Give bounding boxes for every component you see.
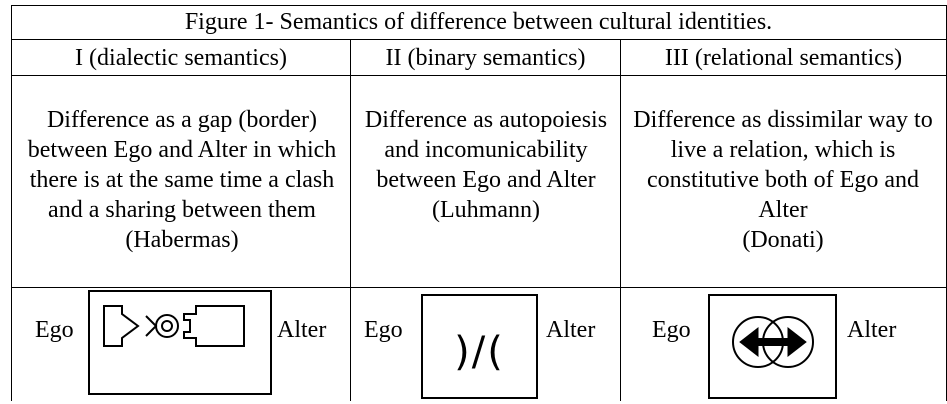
gap-connector-icon <box>103 305 245 347</box>
alter-label: Alter <box>277 317 327 343</box>
diagram-box-relational <box>708 294 837 399</box>
author-citation: (Donati) <box>742 227 824 253</box>
column-heading-binary: II (binary semantics) <box>385 45 586 71</box>
row-divider <box>11 287 947 288</box>
column-heading-dialectic: I (dialectic semantics) <box>75 45 287 71</box>
table-border-top <box>11 5 946 6</box>
column-heading-relational: III (relational semantics) <box>664 45 903 71</box>
alter-label: Alter <box>847 317 897 343</box>
author-citation: (Luhmann) <box>432 197 540 223</box>
column-description-dialectic: Difference as a gap (border) between Ego… <box>23 105 341 255</box>
alter-label: Alter <box>546 317 596 343</box>
overlapping-circles-arrow-icon <box>732 316 814 368</box>
description-text: Difference as autopoiesis and incomunica… <box>364 107 608 193</box>
description-text: Difference as dissimilar way to live a r… <box>633 107 933 223</box>
ego-label: Ego <box>35 317 74 343</box>
column-divider <box>350 40 351 401</box>
column-description-binary: Difference as autopoiesis and incomunica… <box>353 105 619 225</box>
row-divider <box>11 75 947 76</box>
column-divider <box>620 40 621 401</box>
ego-label: Ego <box>652 317 691 343</box>
figure-title: Figure 1- Semantics of difference betwee… <box>184 9 773 35</box>
column-description-relational: Difference as dissimilar way to live a r… <box>623 105 943 255</box>
description-text: Difference as a gap (border) between Ego… <box>27 107 337 223</box>
diagram-box-dialectic <box>88 290 272 395</box>
row-divider <box>11 39 947 40</box>
figure-table: Figure 1- Semantics of difference betwee… <box>11 5 947 404</box>
diagram-box-binary: )/( <box>421 294 538 399</box>
table-border-left <box>11 5 12 401</box>
author-citation: (Habermas) <box>125 227 239 253</box>
ego-label: Ego <box>364 317 403 343</box>
autopoiesis-symbol: )/( <box>454 329 505 375</box>
